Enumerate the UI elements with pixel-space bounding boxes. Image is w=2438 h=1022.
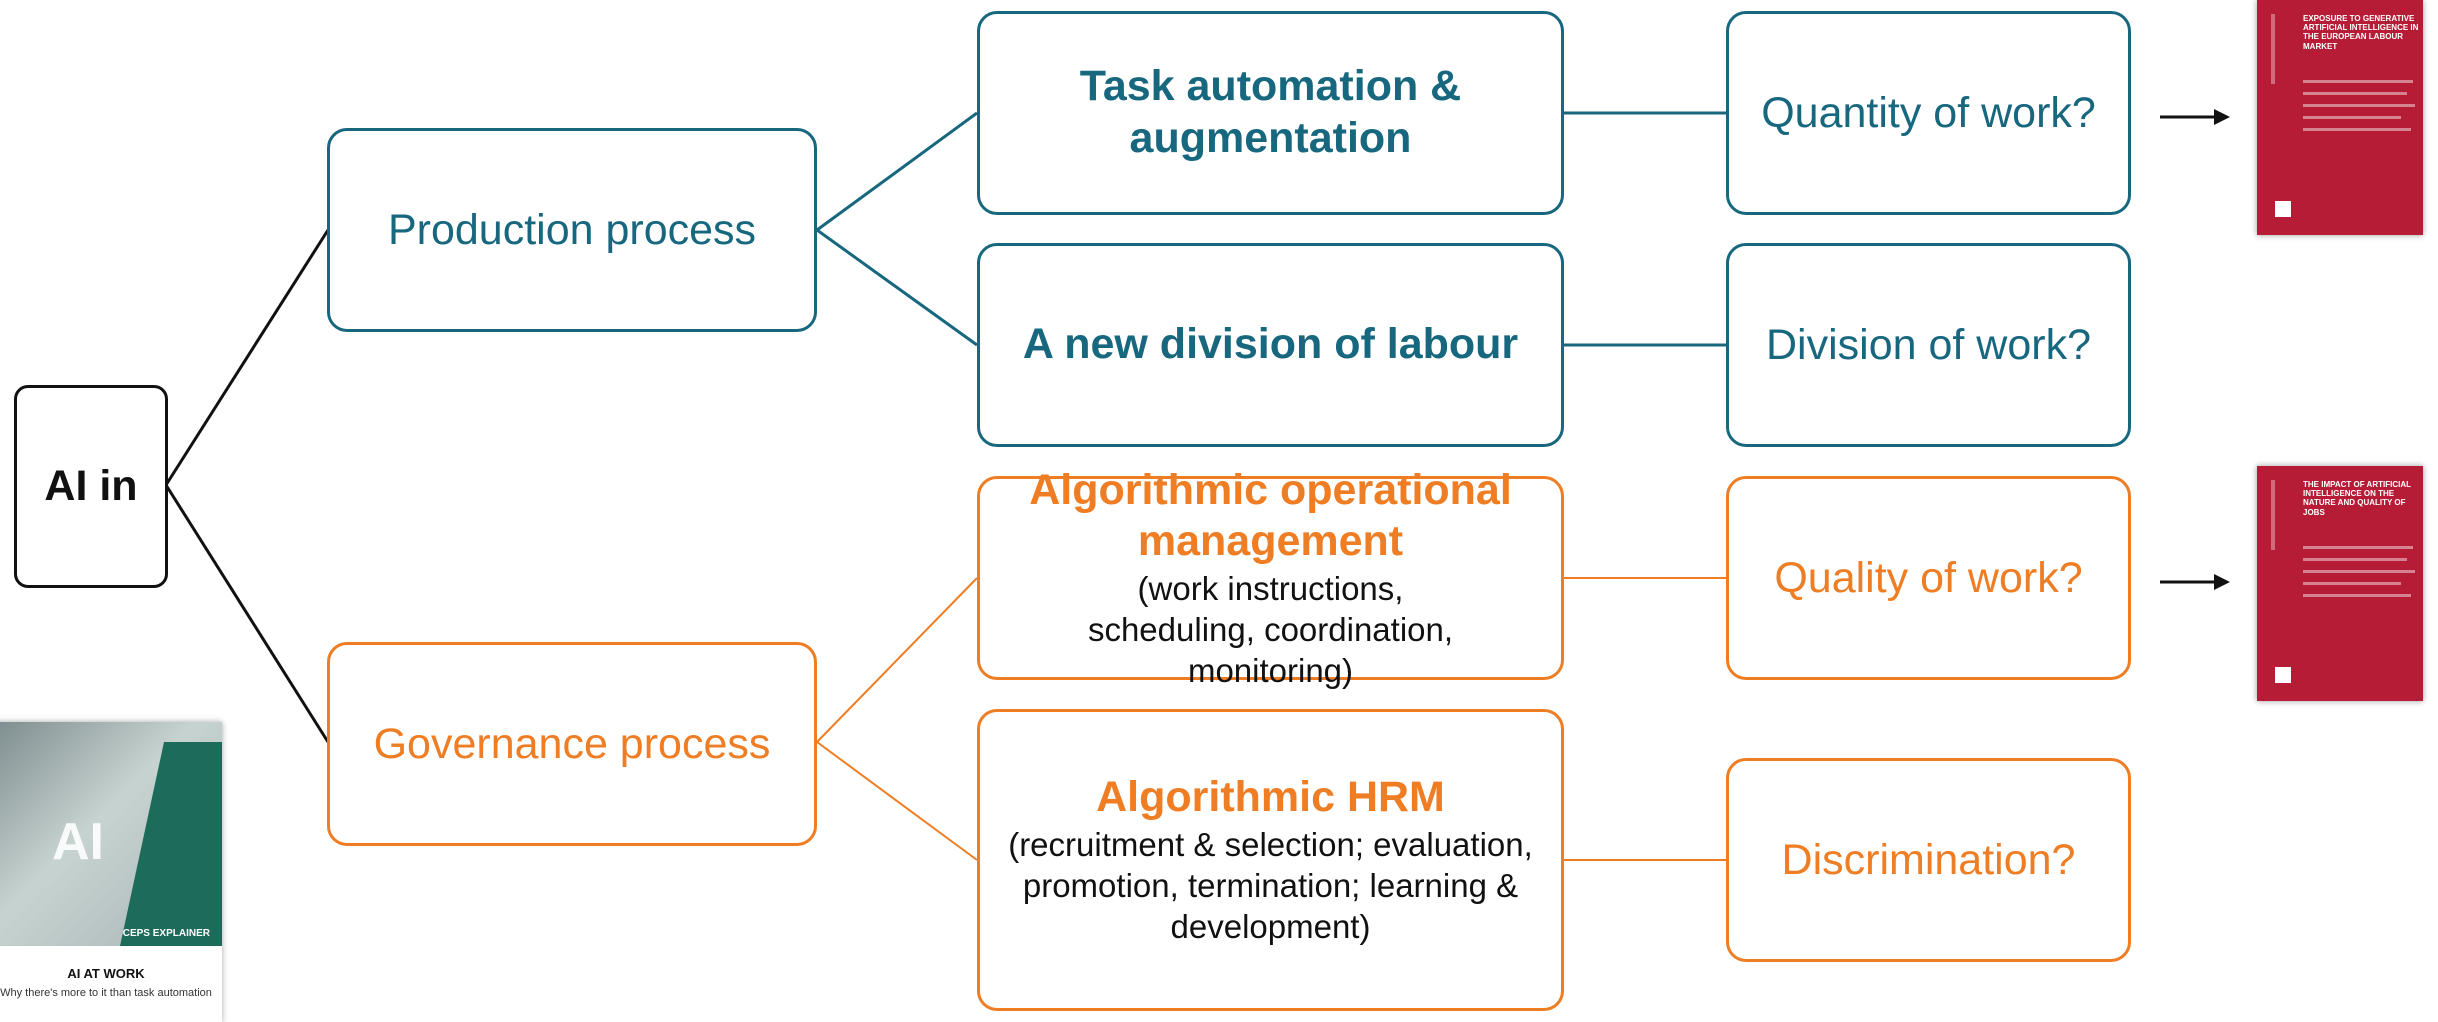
ceps-explainer-cover[interactable]: AI CEPS EXPLAINER AI AT WORK Why there's… xyxy=(0,722,222,1022)
algorithmic-hrm-title: Algorithmic HRM xyxy=(1096,773,1445,822)
algorithmic-hrm-subtitle: (recruitment & selection; evaluation, pr… xyxy=(1008,825,1533,946)
production-process-label: Production process xyxy=(387,205,757,254)
report-cover-title: THE IMPACT OF ARTIFICIAL INTELLIGENCE ON… xyxy=(2303,480,2411,517)
root-node: AI in xyxy=(14,385,168,588)
quality-of-work-label: Quality of work? xyxy=(1774,553,2083,602)
root-label: AI in xyxy=(44,461,138,510)
arrow-right-icon xyxy=(2160,574,2230,590)
arrow-right-icon xyxy=(2160,109,2230,125)
report-cover-exposure[interactable]: EXPOSURE TO GENERATIVE ARTIFICIAL INTELL… xyxy=(2257,0,2423,235)
division-of-work-label: Division of work? xyxy=(1766,320,2091,369)
report-logo-icon xyxy=(2275,667,2291,683)
division-of-labour-label: A new division of labour xyxy=(1022,320,1519,369)
task-automation-node: Task automation & augmentation xyxy=(977,11,1564,215)
governance-process-label: Governance process xyxy=(373,719,771,768)
discrimination-label: Discrimination? xyxy=(1781,835,2076,884)
quality-of-work-node: Quality of work? xyxy=(1726,476,2131,680)
division-of-labour-node: A new division of labour xyxy=(977,243,1564,447)
algorithmic-operational-management-subtitle: (work instructions, scheduling, coordina… xyxy=(1087,569,1454,690)
explainer-tag: CEPS EXPLAINER xyxy=(122,928,210,939)
report-cover-title: EXPOSURE TO GENERATIVE ARTIFICIAL INTELL… xyxy=(2303,14,2419,51)
quantity-of-work-node: Quantity of work? xyxy=(1726,11,2131,215)
algorithmic-operational-management-title: Algorithmic operational management xyxy=(1029,465,1512,566)
explainer-subtitle: Why there's more to it than task automat… xyxy=(0,987,212,999)
task-automation-label: Task automation & augmentation xyxy=(1079,62,1462,162)
explainer-title: AI AT WORK xyxy=(67,966,145,981)
algorithmic-operational-management-node: Algorithmic operational management (work… xyxy=(977,466,1564,689)
discrimination-node: Discrimination? xyxy=(1726,758,2131,962)
report-cover-impact[interactable]: THE IMPACT OF ARTIFICIAL INTELLIGENCE ON… xyxy=(2257,466,2423,701)
production-process-node: Production process xyxy=(327,128,817,332)
governance-process-node: Governance process xyxy=(327,642,817,846)
algorithmic-hrm-node: Algorithmic HRM (recruitment & selection… xyxy=(977,709,1564,1011)
division-of-work-node: Division of work? xyxy=(1726,243,2131,447)
quantity-of-work-label: Quantity of work? xyxy=(1761,88,2096,137)
explainer-image-text: AI xyxy=(52,813,104,871)
report-logo-icon xyxy=(2275,201,2291,217)
